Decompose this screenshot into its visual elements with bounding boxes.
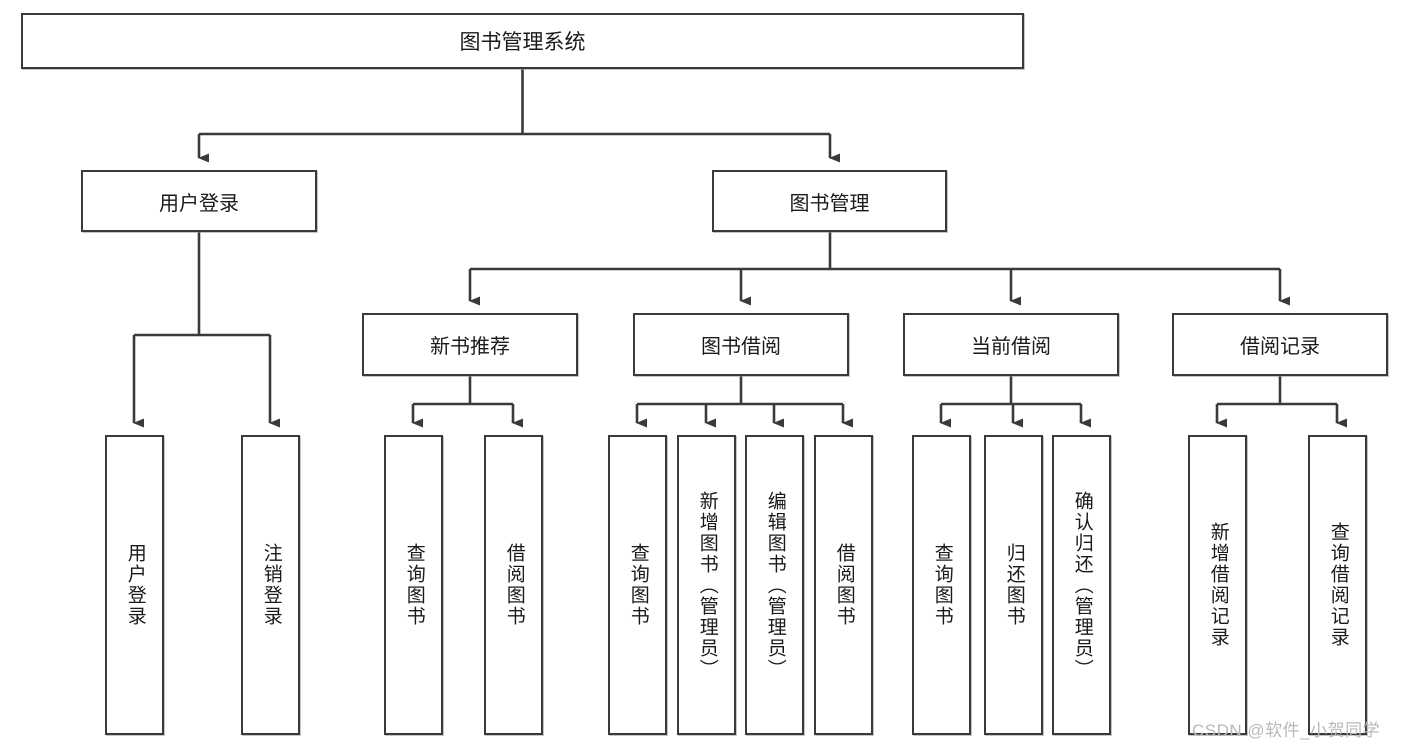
node-current-borrow[interactable]: 当前借阅 <box>903 313 1119 376</box>
leaf-user-login[interactable]: 用户登录 <box>105 435 164 735</box>
leaf-query-books-current[interactable]: 查询图书 <box>912 435 971 735</box>
node-book-borrow[interactable]: 图书借阅 <box>633 313 849 376</box>
leaf-user-login-label: 用户登录 <box>124 543 146 627</box>
leaf-add-borrow-record[interactable]: 新增借阅记录 <box>1188 435 1247 735</box>
leaf-borrow-books-label: 借阅图书 <box>833 543 855 627</box>
node-borrow-records-label: 借阅记录 <box>1240 336 1320 358</box>
leaf-confirm-return-admin[interactable]: 确认归还（管理员） <box>1052 435 1111 735</box>
leaf-edit-book-admin-label: 编辑图书（管理员） <box>764 490 786 680</box>
leaf-add-book-admin-label: 新增图书（管理员） <box>696 490 718 680</box>
leaf-logout-label: 注销登录 <box>260 543 282 627</box>
node-root-label: 图书管理系统 <box>459 31 586 54</box>
leaf-query-books-recommend[interactable]: 查询图书 <box>384 435 443 735</box>
node-book-borrow-label: 图书借阅 <box>701 336 781 358</box>
leaf-query-books-borrow-label: 查询图书 <box>627 543 649 627</box>
leaf-query-borrow-record[interactable]: 查询借阅记录 <box>1308 435 1367 735</box>
leaf-query-books-borrow[interactable]: 查询图书 <box>608 435 667 735</box>
leaf-query-books-recommend-label: 查询图书 <box>403 543 425 627</box>
node-new-book-recommend[interactable]: 新书推荐 <box>362 313 578 376</box>
leaf-borrow-books-recommend[interactable]: 借阅图书 <box>484 435 543 735</box>
leaf-logout[interactable]: 注销登录 <box>241 435 300 735</box>
node-root-system[interactable]: 图书管理系统 <box>21 13 1024 69</box>
leaf-add-book-admin[interactable]: 新增图书（管理员） <box>677 435 736 735</box>
node-new-book-recommend-label: 新书推荐 <box>430 336 510 358</box>
node-current-borrow-label: 当前借阅 <box>971 336 1051 358</box>
node-user-login-label: 用户登录 <box>159 192 239 215</box>
node-book-management-label: 图书管理 <box>789 192 870 215</box>
leaf-confirm-return-admin-label: 确认归还（管理员） <box>1071 490 1093 680</box>
leaf-edit-book-admin[interactable]: 编辑图书（管理员） <box>745 435 804 735</box>
node-borrow-records[interactable]: 借阅记录 <box>1172 313 1388 376</box>
leaf-query-borrow-record-label: 查询借阅记录 <box>1327 522 1349 648</box>
node-user-login[interactable]: 用户登录 <box>81 170 317 232</box>
leaf-borrow-books-recommend-label: 借阅图书 <box>503 543 525 627</box>
leaf-query-books-current-label: 查询图书 <box>931 543 953 627</box>
leaf-borrow-books[interactable]: 借阅图书 <box>814 435 873 735</box>
watermark-text: CSDN @软件_小贺同学 <box>1192 721 1381 740</box>
leaf-add-borrow-record-label: 新增借阅记录 <box>1207 522 1229 648</box>
leaf-return-books-label: 归还图书 <box>1003 543 1025 627</box>
node-book-management[interactable]: 图书管理 <box>712 170 947 232</box>
leaf-return-books[interactable]: 归还图书 <box>984 435 1043 735</box>
